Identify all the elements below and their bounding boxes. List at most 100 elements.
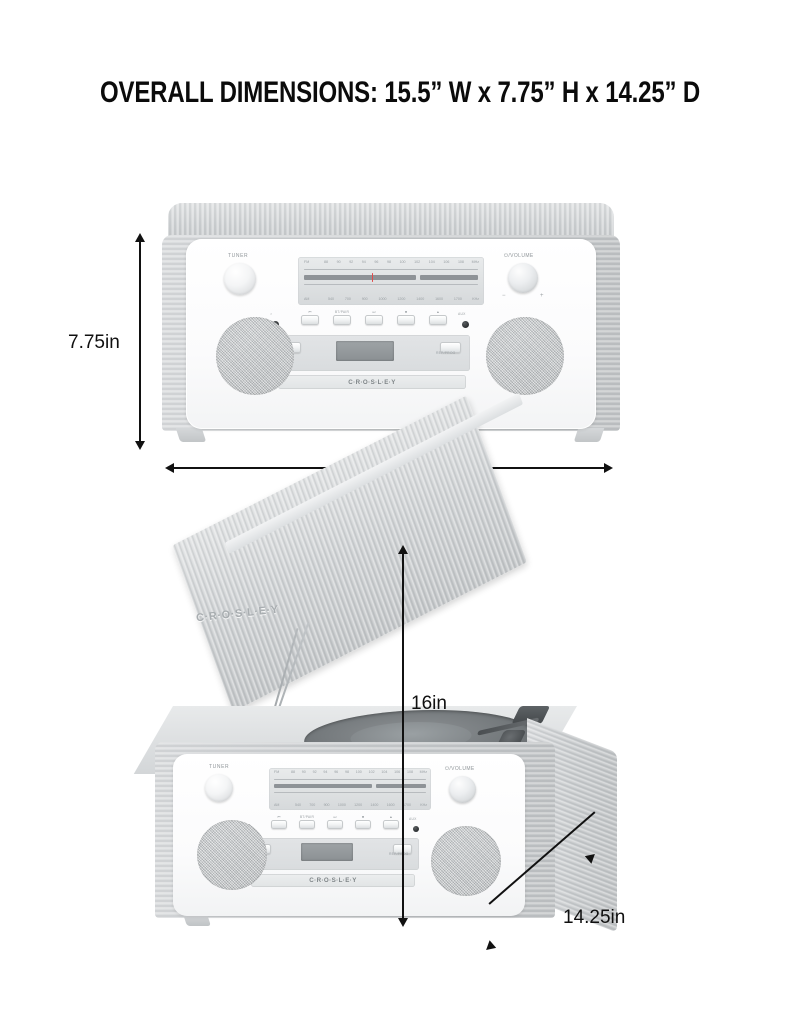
- dial-am-unit-lower: KHz: [420, 803, 427, 808]
- transport-button-key[interactable]: [326, 820, 344, 830]
- volume-knob[interactable]: [508, 263, 538, 293]
- transport-button-label: ⏮: [277, 815, 281, 819]
- transport-button-eject[interactable]: ▲: [422, 310, 454, 326]
- transport-button-key[interactable]: [382, 820, 400, 830]
- display-panel: MODE REP/PROG: [274, 335, 470, 371]
- transport-button-label: BT/PAIR: [299, 815, 315, 819]
- dial-tick: 1700: [453, 297, 462, 302]
- dial-tick: 1600: [386, 803, 395, 808]
- speaker-right: [486, 317, 564, 395]
- dial-am-unit: KHz: [472, 297, 479, 302]
- dial-tick: 102: [368, 770, 375, 774]
- transport-button-eject[interactable]: ▲: [377, 815, 405, 830]
- dial-tick: 700: [309, 803, 316, 808]
- transport-button-stop[interactable]: ■: [390, 310, 422, 326]
- dial-tick: 700: [344, 297, 351, 302]
- dial-tick: 90: [336, 260, 341, 264]
- dial-tick: 94: [323, 770, 328, 774]
- transport-button-key[interactable]: [365, 315, 383, 326]
- dial-pointer[interactable]: [372, 273, 374, 282]
- dial-tick: 98: [344, 770, 349, 774]
- height-arrow-bottom: [135, 441, 145, 450]
- open-height-dimension-label: 16in: [411, 693, 447, 714]
- speaker-left-lower: [197, 820, 267, 890]
- transport-button-label: ▲: [389, 815, 393, 819]
- dial-band-fm-lower: [274, 784, 372, 789]
- transport-button-next[interactable]: ⏭: [321, 815, 349, 830]
- tuner-knob-label: TUNER: [228, 253, 249, 259]
- tuner-knob-label-lower: TUNER: [209, 764, 230, 770]
- cabinet-foot-left: [175, 428, 207, 442]
- dial-tick: 900: [361, 297, 368, 302]
- transport-button-previous[interactable]: ⏮: [265, 815, 293, 830]
- transport-button-key[interactable]: [298, 820, 316, 830]
- transport-button-key[interactable]: [429, 315, 447, 326]
- dial-fm-unit-lower: MHz: [419, 770, 427, 774]
- aux-jack-lower[interactable]: [413, 826, 419, 832]
- volume-knob-lower[interactable]: [449, 776, 476, 803]
- dial-tick: 104: [428, 260, 435, 264]
- dial-tick-row-lower-lower: [274, 792, 426, 794]
- dial-tick: 540: [295, 803, 301, 808]
- tuner-knob-lower[interactable]: [205, 774, 233, 802]
- brand-badge-label-lower: C·R·O·S·L·E·Y: [309, 877, 357, 884]
- volume-knob-label-lower: ⏻/VOLUME: [445, 766, 475, 772]
- aux-jack[interactable]: [462, 321, 469, 328]
- transport-button-next[interactable]: ⏭: [358, 310, 390, 326]
- transport-button-stop[interactable]: ■: [349, 815, 377, 830]
- transport-button-key[interactable]: [354, 820, 372, 830]
- volume-knob-label: ⏻/VOLUME: [504, 253, 534, 259]
- transport-button-label: ⏮: [308, 310, 312, 314]
- transport-button-key[interactable]: [270, 820, 288, 830]
- aux-label-lower: AUX: [409, 817, 417, 821]
- transport-button-label: ▲: [436, 310, 440, 314]
- aux-label: AUX: [458, 312, 466, 316]
- brand-badge-label: C·R·O·S·L·E·Y: [348, 378, 396, 386]
- dial-tick: 108: [406, 770, 413, 774]
- dial-tick: 94: [361, 260, 366, 264]
- volume-minus-label: −: [502, 293, 506, 299]
- tuner-knob[interactable]: [224, 263, 256, 295]
- dial-tick-row-lower: [304, 284, 478, 286]
- brand-badge-lower: C·R·O·S·L·E·Y: [251, 874, 415, 887]
- dial-tick: 540: [328, 297, 334, 302]
- dial-tick: 1000: [378, 297, 387, 302]
- transport-button-play-pause-bt-pair[interactable]: BT/PAIR: [326, 310, 358, 326]
- dial-tick: 92: [312, 770, 317, 774]
- transport-button-row-lower: ⏮ BT/PAIR ⏭ ■ ▲: [265, 815, 405, 834]
- dial-tick: 1000: [337, 803, 346, 808]
- transport-button-key[interactable]: [301, 315, 319, 326]
- transport-button-key[interactable]: [397, 315, 415, 326]
- dial-tick: 100: [399, 260, 406, 264]
- dial-tick: 900: [323, 803, 330, 808]
- brand-badge: C·R·O·S·L·E·Y: [278, 375, 466, 389]
- transport-button-previous[interactable]: ⏮: [294, 310, 326, 326]
- volume-plus-label: +: [540, 293, 544, 299]
- dial-tick: 1700: [402, 803, 411, 808]
- dial-tick: 106: [394, 770, 401, 774]
- transport-button-play-pause-bt-pair[interactable]: BT/PAIR: [293, 815, 321, 830]
- dial-tick: 88: [324, 260, 328, 264]
- dial-tick: 108: [457, 260, 464, 264]
- display-panel-lower: MODE REP/PROG: [247, 838, 419, 870]
- rep-prog-button[interactable]: [440, 342, 461, 353]
- transport-button-label: ■: [361, 815, 365, 819]
- dial-tick: 92: [349, 260, 354, 264]
- dial-tick: 1600: [435, 297, 444, 302]
- open-height-arrow-top: [398, 545, 408, 554]
- height-dimension-label: 7.75in: [68, 332, 120, 353]
- dial-fm-label: FM: [304, 260, 310, 264]
- dial-fm-unit: MHz: [471, 260, 479, 264]
- transport-button-key[interactable]: [333, 315, 351, 326]
- speaker-left: [216, 317, 294, 395]
